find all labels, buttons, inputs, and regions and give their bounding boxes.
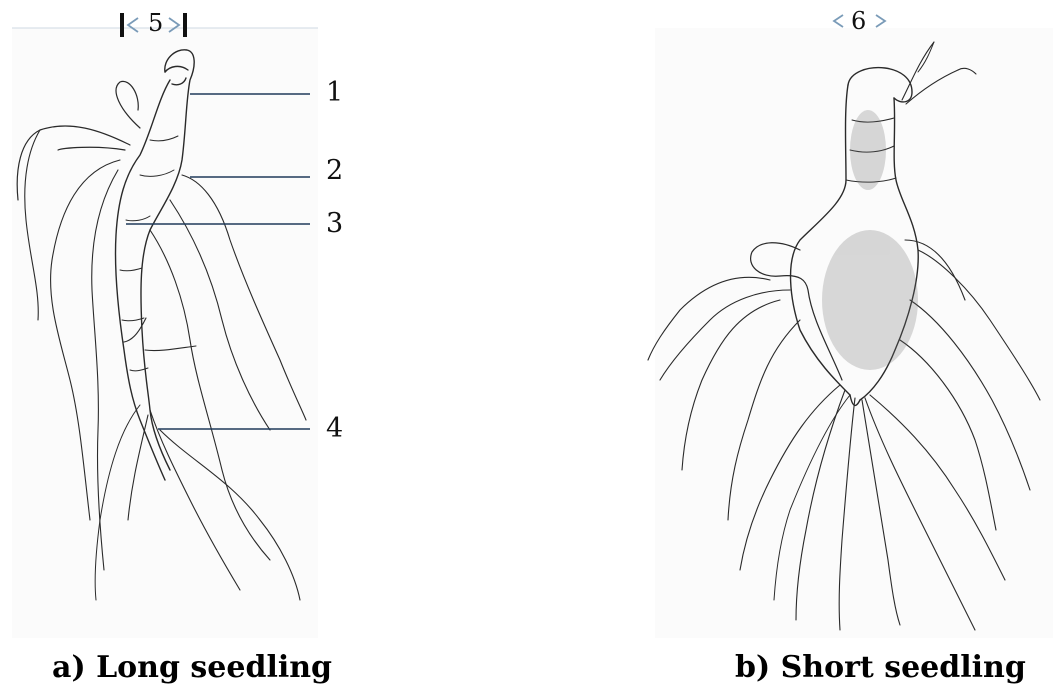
width-marker-6-label: 6: [851, 7, 866, 35]
callout-1-label: 1: [326, 77, 343, 108]
caption-long-seedling: a) Long seedling: [52, 650, 332, 685]
callout-2-label: 2: [326, 155, 343, 186]
width-marker-5-label: 5: [148, 9, 163, 37]
caption-short-seedling: b) Short seedling: [735, 650, 1026, 685]
callout-4-label: 4: [326, 413, 343, 444]
callout-3-label: 3: [326, 208, 343, 239]
